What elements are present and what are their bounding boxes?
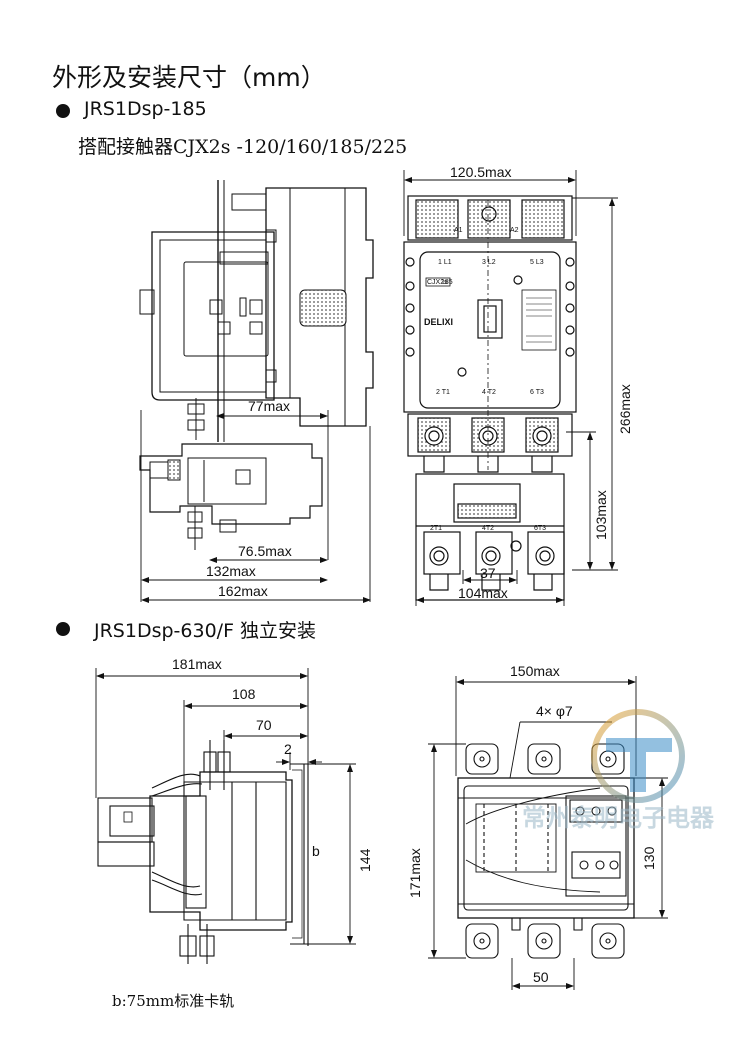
relay-terminal-1: 2T1 [430,525,442,532]
dim-4-holes: 4× φ7 [536,703,573,719]
dim-120-5max: 120.5max [450,164,511,180]
terminal-t3: 6 T3 [530,389,544,396]
dim-130: 130 [641,846,657,870]
dim-162max: 162max [218,583,268,599]
model-tag: CJX2s [427,279,448,286]
terminal-l2: 3 L2 [482,259,496,266]
dim-266max: 266max [617,384,633,434]
terminal-l3: 5 L3 [530,259,544,266]
front-view-630 [457,743,635,959]
dim-150max: 150max [510,663,560,679]
side-view-630 [97,740,309,964]
terminal-a2: A2 [510,227,519,234]
side-view-dims [140,410,371,603]
dim-132max: 132max [206,563,256,579]
side-view-185 [139,180,374,550]
dim-70: 70 [256,717,272,733]
front-view-dims [403,170,618,606]
page-title: 外形及安装尺寸（mm） [52,63,326,92]
section2-model: JRS1Dsp-630/F 独立安装 [94,620,317,642]
dim-181max: 181max [172,656,222,672]
terminal-a1: A1 [454,227,463,234]
dim-2: 2 [284,741,292,757]
model-number: 185 [441,279,453,286]
watermark-text: 常州泰明电子电器 [522,804,715,832]
section1-subtitle: 搭配接触器CJX2s -120/160/185/225 [78,136,408,158]
rail-note: b:75mm标准卡轨 [112,992,235,1010]
dim-144: 144 [357,848,373,872]
brand-logo: DELIXI [424,317,453,327]
dim-171max: 171max [407,848,423,898]
dim-76-5max: 76.5max [238,543,292,559]
terminal-t2: 4 T2 [482,389,496,396]
dim-103max: 103max [593,490,609,540]
dim-50: 50 [533,969,549,985]
side-view-630-dims [95,668,356,945]
relay-terminal-2: 4T2 [482,525,494,532]
section1-model: JRS1Dsp-185 [84,98,207,120]
dim-108: 108 [232,686,256,702]
terminal-l1: 1 L1 [438,259,452,266]
dim-104max: 104max [458,585,508,601]
relay-terminal-3: 6T3 [534,525,546,532]
terminal-t1: 2 T1 [436,389,450,396]
dim-77max: 77max [248,398,290,414]
rail-label-b: b [312,843,320,859]
watermark-logo [591,709,685,803]
front-view-185 [403,195,577,601]
front-view-630-dims [428,676,668,990]
bullet-dot [56,104,70,118]
bullet-dot [56,622,70,636]
dim-37: 37 [480,565,496,581]
